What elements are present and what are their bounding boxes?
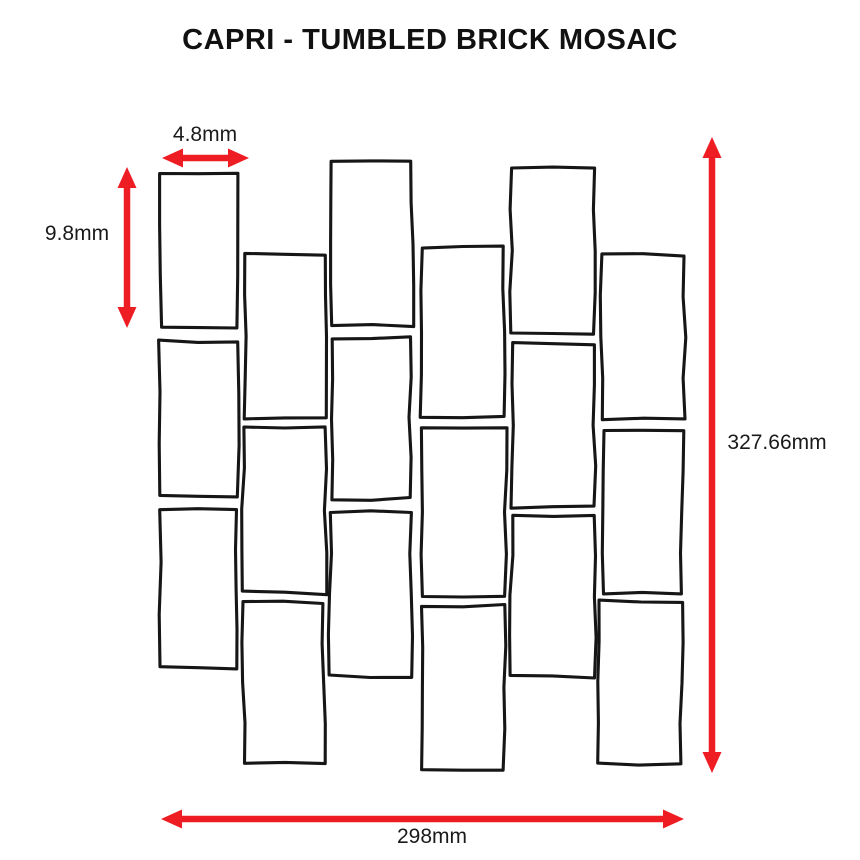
tile-width-label: 4.8mm [172, 123, 238, 146]
brick-tile [326, 509, 415, 680]
tile-height-arrow [117, 167, 137, 328]
brick-tile [600, 428, 686, 596]
brick-tile [508, 513, 598, 680]
tile-height-label: 9.8mm [44, 222, 110, 245]
brick-tile [157, 338, 241, 499]
brick-tile [508, 165, 597, 336]
brick-tile [418, 244, 507, 420]
sheet-height-label: 327.66mm [727, 431, 827, 454]
brick-tile [329, 335, 413, 502]
brick-tile [598, 252, 688, 422]
tile-width-arrow [162, 148, 249, 168]
brick-tile [419, 602, 508, 772]
brick-tile [329, 159, 416, 329]
brick-tile [157, 507, 239, 671]
brick-tile [596, 598, 685, 767]
brick-tile [158, 171, 240, 330]
sheet-width-arrow [161, 809, 684, 829]
brick-tile [240, 425, 329, 597]
sheet-width-label: 298mm [396, 825, 468, 848]
brick-tile [509, 341, 598, 510]
sheet-height-arrow [702, 137, 722, 773]
brick-tile [419, 426, 509, 599]
page-title: CAPRI - TUMBLED BRICK MOSAIC [182, 24, 678, 56]
brick-tile [242, 251, 329, 421]
brick-tile [240, 599, 327, 766]
